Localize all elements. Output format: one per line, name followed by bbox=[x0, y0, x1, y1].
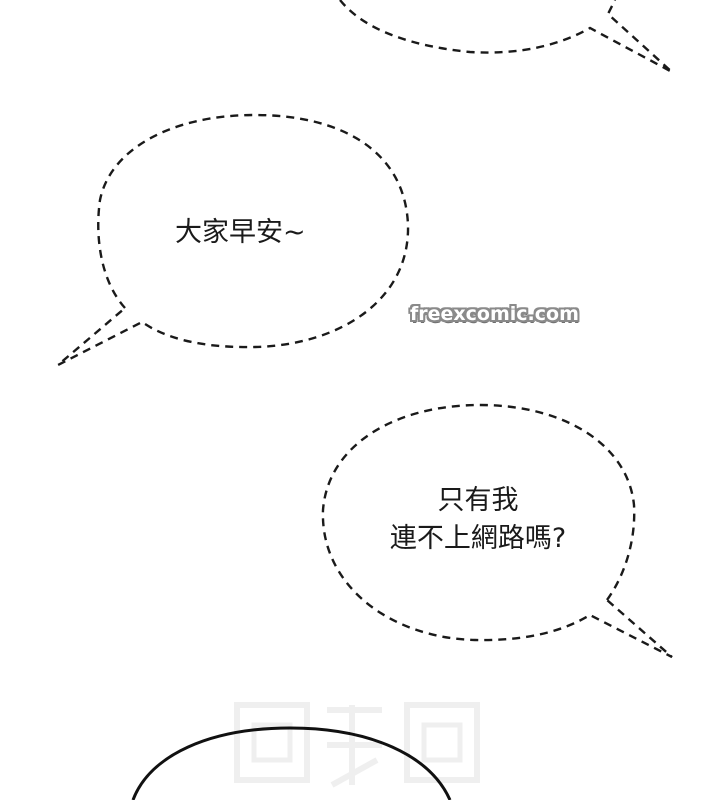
greeting-bubble-text: 大家早安~ bbox=[175, 217, 306, 248]
faint-watermark-stamp bbox=[234, 702, 480, 788]
greeting-bubble bbox=[57, 113, 410, 367]
question-bubble bbox=[321, 403, 673, 659]
question-line-1: 只有我 bbox=[437, 485, 519, 516]
bottom-partial-bubble bbox=[131, 726, 452, 800]
question-bubble-text: 只有我 連不上網路嗎? bbox=[368, 482, 588, 558]
site-watermark-logo: freexcomic.com bbox=[410, 303, 579, 325]
question-line-2: 連不上網路嗎? bbox=[389, 523, 567, 554]
top-partial-bubble bbox=[339, 0, 673, 74]
